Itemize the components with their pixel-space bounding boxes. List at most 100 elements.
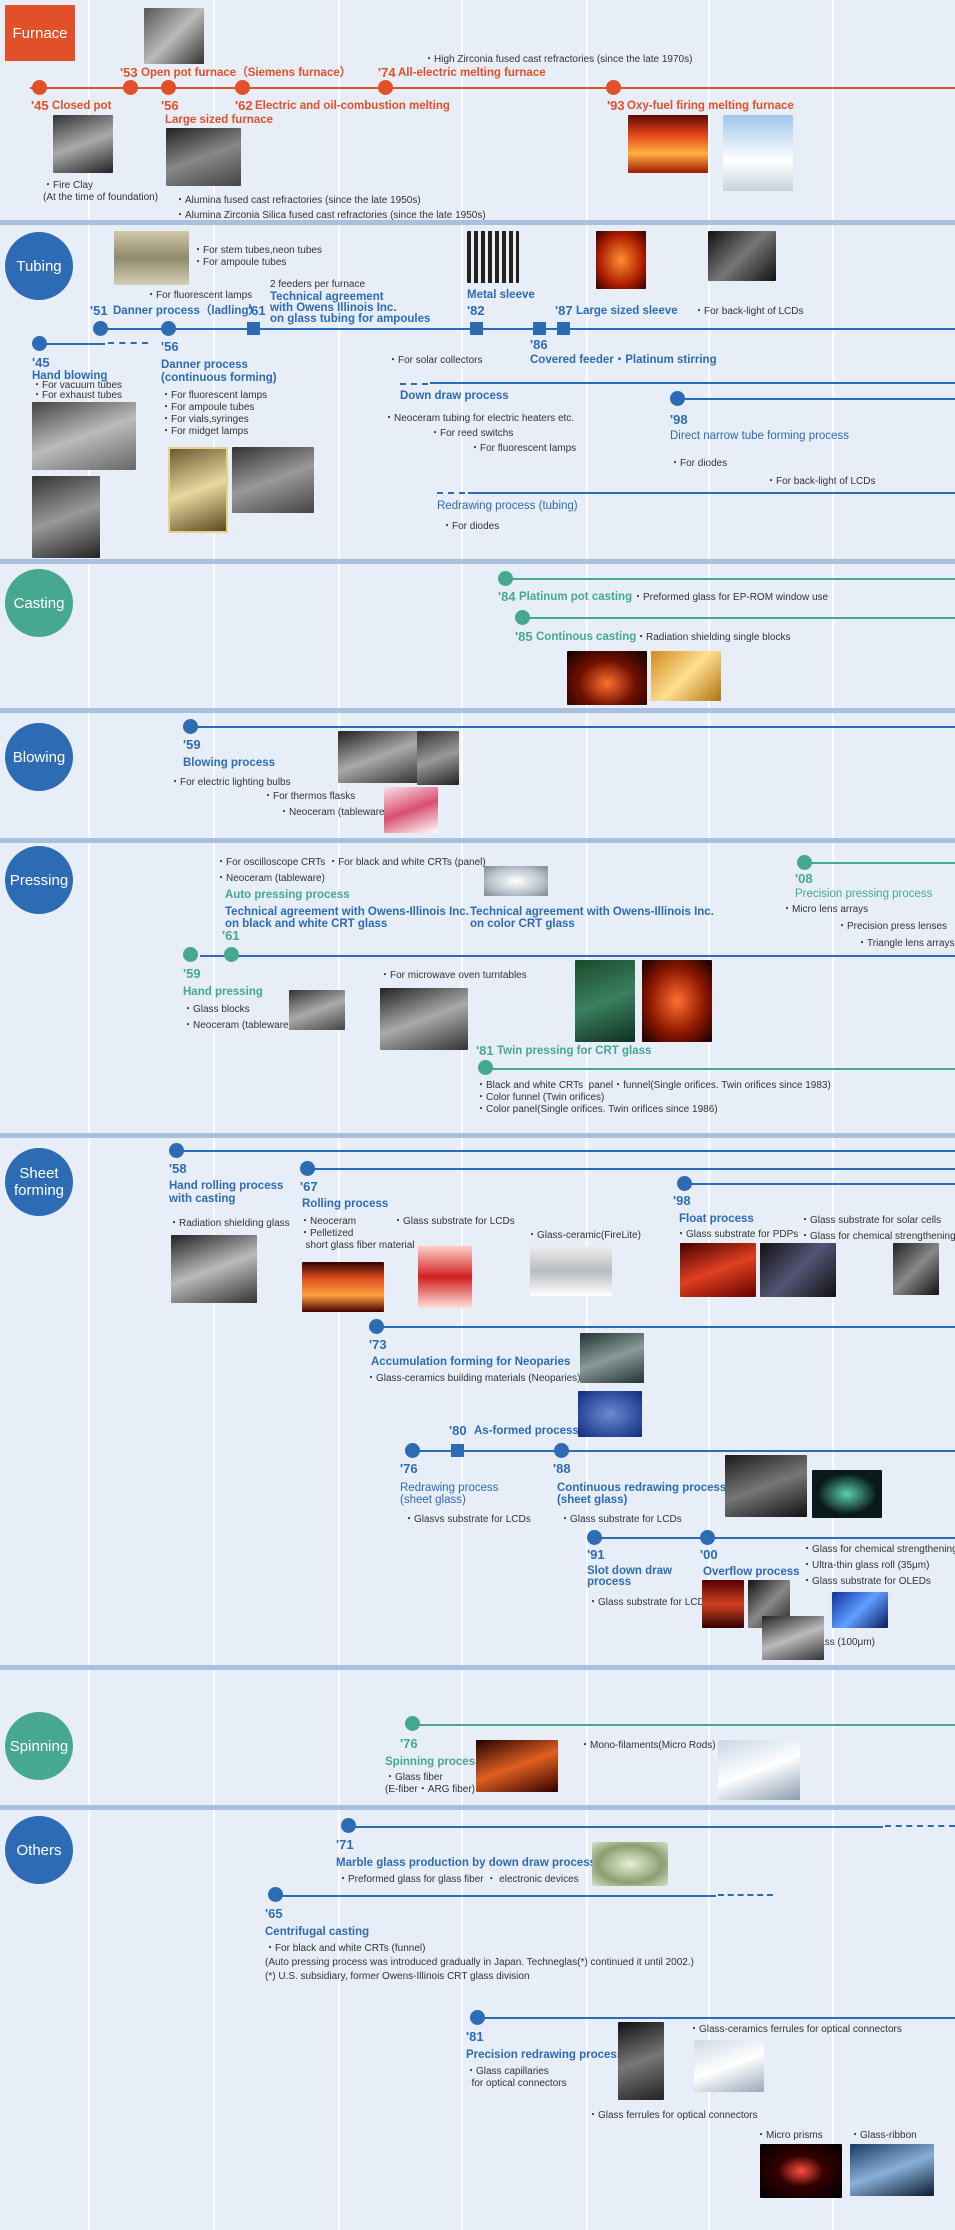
handblow-uses: ・For vacuum tubes ・For exhaust tubes [32, 380, 123, 401]
milestone-name: Covered feeder・Platinum stirring [530, 354, 717, 366]
milestone-name: All-electric melting furnace [398, 67, 546, 79]
shielding-blocks-note: ・Radiation shielding single blocks [636, 632, 791, 643]
press-lens-note: ・Precision press lenses [837, 921, 948, 932]
year-label: '56 [161, 98, 179, 113]
year-label: '91 [587, 1547, 605, 1562]
fluor2-note: ・For fluorescent lamps [470, 443, 577, 454]
section-divider [0, 1133, 955, 1138]
sheet-photo-pdp [760, 1243, 836, 1297]
twin-pressing-uses: ・Black and white CRTs panel・funnel(Singl… [476, 1080, 831, 1115]
milestone-name: Twin pressing for CRT glass [497, 1045, 652, 1057]
furnace-category-label: Furnace [5, 5, 75, 61]
tubing-milestone-dot [93, 321, 108, 336]
marble-use-note: ・Preformed glass for glass fiber ・ elect… [338, 1874, 579, 1885]
year-label: '74 [378, 65, 396, 80]
neoceram-tubing-note: ・Neoceram tubing for electric heaters et… [384, 413, 575, 424]
casting-milestone-dot [515, 610, 530, 625]
sheet-photo-firelite [530, 1246, 612, 1296]
year-label: '93 [607, 98, 625, 113]
milestone-name: Continous casting [536, 631, 637, 643]
year-label: '73 [369, 1337, 387, 1352]
sheet-photo-ultrathin [762, 1616, 824, 1660]
sheet-photo-building [578, 1391, 642, 1437]
grid-line [586, 0, 588, 2230]
sheet-forming-category-label: Sheet forming [5, 1148, 73, 1216]
pressing-photo-crt [484, 866, 548, 896]
danner-uses: ・For fluorescent lamps ・For ampoule tube… [161, 390, 268, 437]
sheet-milestone-dot [169, 1143, 184, 1158]
year-label: '59 [183, 737, 201, 752]
blowing-milestone-dot [183, 719, 198, 734]
blowing-photo-closeup [417, 731, 459, 785]
pressing-photo-hot-glass [642, 960, 712, 1042]
solar-cells-note: ・Glass substrate for solar cells ・Glass … [800, 1215, 955, 1242]
milestone-name: Hand pressing [183, 986, 263, 998]
milestone-name: Accumulation forming for Neoparies [371, 1356, 571, 1368]
milestone-name: Large sized sleeve [576, 305, 678, 317]
others-milestone-dot [268, 1887, 283, 1902]
year-label: '45 [31, 98, 49, 113]
blowing-timeline [190, 726, 955, 728]
sheet-timeline [176, 1150, 955, 1152]
pressing-milestone-dot [224, 947, 239, 962]
furnace-milestone-dot [161, 80, 176, 95]
grid-line [213, 0, 215, 2230]
lcd88-note: ・Glass substrate for LCDs [560, 1514, 682, 1525]
glass-blocks-note: ・Glass blocks [183, 1004, 250, 1015]
grid-line [88, 0, 90, 2230]
casting-category-label: Casting [5, 569, 73, 637]
tubing-photo-lcd [708, 231, 776, 281]
year-label: '98 [670, 412, 688, 427]
milestone-name: Auto pressing process [225, 889, 350, 901]
casting-photo-molten [567, 651, 647, 705]
sheet-milestone-dot [369, 1319, 384, 1334]
tubing-photo-factory [32, 402, 136, 470]
direct-tube-line [676, 398, 955, 400]
furnace-milestone-dot [606, 80, 621, 95]
pressing-timeline [200, 955, 955, 957]
blowing-photo-tableware [384, 787, 438, 833]
section-divider [0, 559, 955, 564]
solar-note: ・For solar collectors [388, 355, 483, 366]
lcd2-note: ・For back-light of LCDs [766, 476, 876, 487]
year-label: '80 [449, 1423, 467, 1438]
pressing-neoceram-note: ・Neoceram (tableware) [216, 873, 325, 884]
precision-pressing-line [805, 862, 955, 864]
ferrules-note: ・Glass-ceramics ferrules for optical con… [689, 2024, 902, 2035]
tubing-photo-lamp [168, 447, 228, 533]
furnace-photo-plant [723, 115, 793, 191]
grid-line [708, 0, 710, 2230]
year-label: '87 [555, 303, 573, 318]
milestone-name: Float process [679, 1213, 754, 1225]
sheet-photo-rolling-hot [302, 1262, 384, 1312]
sheet-photo-oled [832, 1592, 888, 1628]
firelite-note: ・Glass-ceramic(FireLite) [527, 1230, 641, 1241]
centrifugal-dashed [718, 1894, 773, 1896]
tubing-timeline [100, 328, 955, 330]
milestone-name: Technical agreement with Owens Illinois … [270, 291, 431, 325]
overflow-uses: ・Glass for chemical strengthening ・Ultra… [802, 1544, 955, 1587]
tubing-milestone-square [557, 322, 570, 335]
tubing-dashed-line [108, 342, 148, 344]
spinning-category-label: Spinning [5, 1712, 73, 1780]
accumulation-line [377, 1326, 955, 1328]
milestone-name: Hand rolling process with casting [169, 1180, 284, 1205]
others-photo-capillary [618, 2022, 664, 2100]
milestone-name: Open pot furnace（Siemens furnace） [141, 67, 352, 79]
stem-tubes-note: ・For stem tubes,neon tubes ・For ampoule … [193, 245, 322, 268]
year-label: '51 [90, 303, 108, 318]
casting-photo-blocks [651, 651, 721, 701]
sheet-milestone-dot [700, 1530, 715, 1545]
pressing-neoceram2-note: ・Neoceram (tableware) [183, 1020, 292, 1031]
milestone-name: Precision redrawing process [466, 2049, 624, 2061]
year-label: '84 [498, 589, 516, 604]
year-label: '45 [32, 355, 50, 370]
casting-timeline [505, 578, 955, 580]
spinning-timeline [412, 1724, 955, 1726]
casting-milestone-dot [498, 571, 513, 586]
sheet-milestone-dot [554, 1443, 569, 1458]
micro-lens-note: ・Micro lens arrays [782, 904, 869, 915]
reed-note: ・For reed switchs [430, 428, 514, 439]
year-label: '86 [530, 337, 548, 352]
tubing-milestone-square [533, 322, 546, 335]
